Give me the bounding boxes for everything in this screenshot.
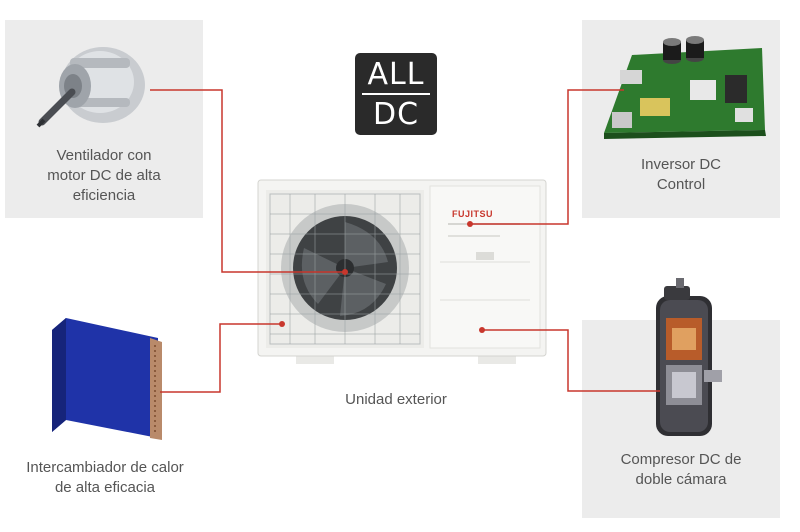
heat-exchanger-connector-dot [279, 321, 285, 327]
compressor-connector-dot [479, 327, 485, 333]
outdoor-unit-label: Unidad exterior [345, 391, 447, 408]
connector-lines [150, 89, 660, 393]
fan-connector [150, 89, 345, 273]
badge-line-2: DC [372, 97, 420, 132]
fan-label: Ventilador con motor DC de alta eficienc… [47, 147, 161, 204]
badge-divider [362, 93, 430, 95]
inverter-label: Inversor DC Control [640, 156, 722, 193]
heat-exchanger-icon [52, 318, 162, 440]
all-dc-badge: ALL DC [355, 53, 437, 135]
badge-line-1: ALL [367, 57, 425, 92]
inverter-connector-dot [467, 221, 473, 227]
inverter-board-icon [604, 36, 766, 139]
compressor-connector [482, 329, 660, 392]
compressor-icon [656, 278, 722, 436]
outdoor-unit-illustration [257, 179, 547, 364]
fan-connector-dot [342, 269, 348, 275]
compressor-label: Compresor DC de doble cámara [620, 451, 742, 488]
heat-exchanger-connector [160, 323, 282, 393]
heat-exchanger-label: Intercambiador de calor de alta eficacia [26, 459, 184, 496]
fan-motor-icon [36, 47, 145, 128]
unit-brand-logo: FUJITSU [452, 209, 494, 219]
inverter-connector [470, 89, 624, 225]
